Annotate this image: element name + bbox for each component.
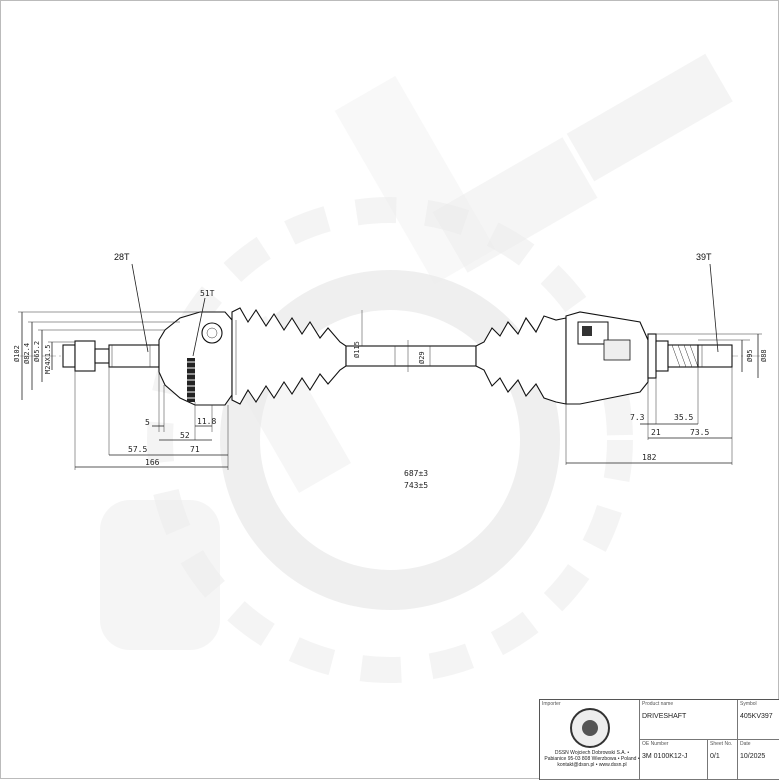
symbol-cell: Symbol 405KV397 [738, 700, 779, 740]
date-value: 10/2025 [740, 753, 766, 760]
dia-left-4: M24X1.5 [44, 344, 52, 374]
oe-caption: OE Number [642, 741, 669, 747]
sheet-cell: Sheet No. 0/1 [708, 740, 738, 780]
symbol-value: 405KV397 [740, 713, 773, 720]
dia-right-2: Ø88 [760, 349, 768, 362]
dia-right-1: Ø95 [746, 349, 754, 362]
dim-71: 71 [190, 445, 200, 454]
dim-182: 182 [642, 453, 657, 462]
dim-57-5: 57.5 [128, 445, 147, 454]
oe-cell: OE Number 3M 0100K12-J [640, 740, 708, 780]
title-block: Importer DSSN Wojciech Dobrowski S.A. • … [539, 699, 779, 780]
label-51t: 51T [200, 289, 215, 298]
product-name: DRIVESHAFT [642, 713, 687, 720]
dim-73-5: 73.5 [690, 428, 709, 437]
right-length-dimensions [565, 367, 733, 465]
dim-21: 21 [651, 428, 661, 437]
right-tripod-joint [565, 311, 733, 405]
dim-166: 166 [145, 458, 160, 467]
dia-left-1: Ø102 [13, 345, 21, 362]
dim-687: 687±3 [404, 469, 428, 478]
dia-center-2: Ø29 [418, 351, 426, 364]
dim-35-5: 35.5 [674, 413, 693, 422]
importer-caption: Importer [542, 701, 561, 707]
sheet-caption: Sheet No. [710, 741, 733, 747]
date-caption: Date [740, 741, 751, 747]
dim-5: 5 [145, 418, 150, 427]
dim-743: 743±5 [404, 481, 428, 490]
right-diameter-dimensions [656, 333, 762, 378]
dia-left-2: Ø82.4 [23, 343, 31, 364]
dia-left-3: Ø65.2 [33, 341, 41, 362]
label-39t: 39T [696, 252, 712, 262]
importer-address: DSSN Wojciech Dobrowski S.A. • Pabianice… [544, 750, 640, 768]
date-cell: Date 10/2025 [738, 740, 779, 780]
main-shaft [345, 345, 477, 367]
company-logo [570, 708, 610, 748]
sheet-value: 0/1 [710, 753, 720, 760]
dia-center-1: Ø115 [353, 341, 361, 358]
dim-11-8: 11.8 [197, 417, 216, 426]
left-cv-joint [62, 311, 233, 406]
symbol-caption: Symbol [740, 701, 757, 707]
product-cell: Product name DRIVESHAFT [640, 700, 738, 740]
dim-52: 52 [180, 431, 190, 440]
product-caption: Product name [642, 701, 674, 707]
dim-7-3: 7.3 [630, 413, 645, 422]
importer-cell: Importer DSSN Wojciech Dobrowski S.A. • … [540, 700, 640, 780]
left-length-dimensions [74, 367, 229, 470]
label-28t: 28T [114, 252, 130, 262]
oe-number: 3M 0100K12-J [642, 753, 688, 760]
left-diameter-dimensions [18, 311, 200, 400]
